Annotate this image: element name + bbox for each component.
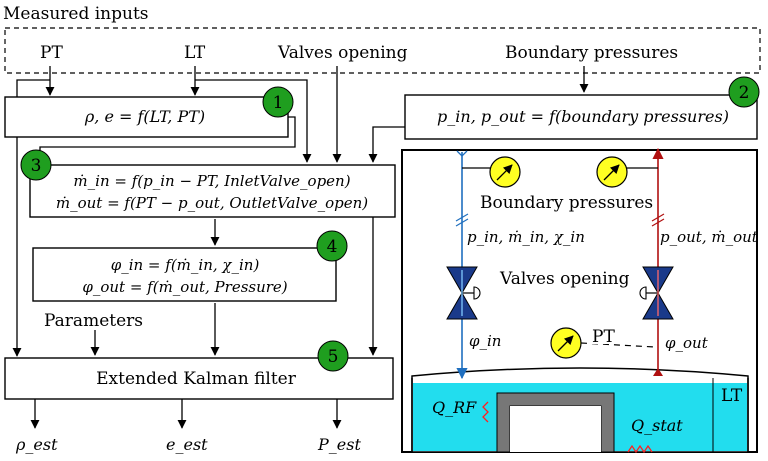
outlet-break-mark	[651, 213, 665, 222]
block-4-equation-in: φ_in = f(ṁ_in, χ_in)	[111, 256, 260, 274]
arrow-lt-to-block3	[195, 79, 312, 163]
block-5-label: Extended Kalman filter	[96, 369, 297, 389]
block-2-equation: p_in, p_out = f(boundary pressures)	[437, 107, 729, 126]
block-4	[32, 247, 337, 302]
block-2-badge	[728, 76, 760, 108]
q-rf-label: Q_RF	[432, 398, 477, 417]
outlet-variables-label: p_out, ṁ_out	[660, 228, 759, 246]
block-4-badge-number: 4	[327, 237, 338, 257]
phi-out-label: φ_out	[665, 334, 709, 352]
inlet-variables-label: p_in, ṁ_in, χ_in	[467, 228, 585, 246]
q-rf-heater-icon	[482, 401, 489, 423]
output-p-est: P_est	[317, 435, 361, 454]
block-5-badge-number: 5	[328, 347, 339, 367]
block-2-badge-number: 2	[739, 83, 750, 103]
parameters-label: Parameters	[44, 311, 143, 331]
phi-in-label: φ_in	[469, 332, 501, 350]
input-valves-opening-label: Valves opening	[277, 43, 408, 63]
insert-inner	[510, 406, 601, 452]
block-1	[4, 96, 289, 138]
inlet-valve-icon	[446, 266, 481, 320]
measured-inputs-title: Measured inputs	[3, 4, 149, 24]
block-4-equation-out: φ_out = f(ṁ_out, Pressure)	[82, 278, 287, 296]
block-1-badge-number: 1	[273, 93, 284, 113]
block-3-equation-out: ṁ_out = f(PT − p_out, OutletValve_open)	[56, 194, 368, 212]
schematic-boundary-pressures-label: Boundary pressures	[480, 193, 653, 213]
output-e-est: e_est	[166, 435, 208, 454]
arrow-block2-to-block3	[368, 126, 405, 163]
block-5-badge	[317, 340, 349, 372]
measured-inputs-frame	[4, 27, 761, 74]
block-3-equation-in: ṁ_in = f(p_in − PT, InletValve_open)	[73, 172, 350, 190]
q-stat-label: Q_stat	[631, 416, 683, 435]
arrow-pt-to-kalman	[12, 79, 50, 357]
block-3-badge	[20, 149, 52, 181]
block-1-equation: ρ, e = f(LT, PT)	[84, 107, 205, 126]
block-1-badge	[262, 86, 294, 118]
q-stat-heater-icon	[627, 444, 653, 454]
schematic-valves-opening-label: Valves opening	[499, 269, 630, 289]
outlet-valve-icon	[639, 266, 674, 320]
pt-label: PT	[592, 327, 615, 347]
input-boundary-pressures-label: Boundary pressures	[505, 43, 678, 63]
block-3	[29, 164, 396, 218]
block-3-badge-number: 3	[31, 156, 42, 176]
inlet-break-mark	[455, 213, 469, 222]
input-pt-label: PT	[40, 43, 63, 63]
block-4-badge	[316, 230, 348, 262]
output-rho-est: ρ_est	[15, 435, 58, 454]
lt-label: LT	[721, 386, 743, 406]
input-lt-label: LT	[184, 43, 206, 63]
block-2	[404, 94, 758, 140]
